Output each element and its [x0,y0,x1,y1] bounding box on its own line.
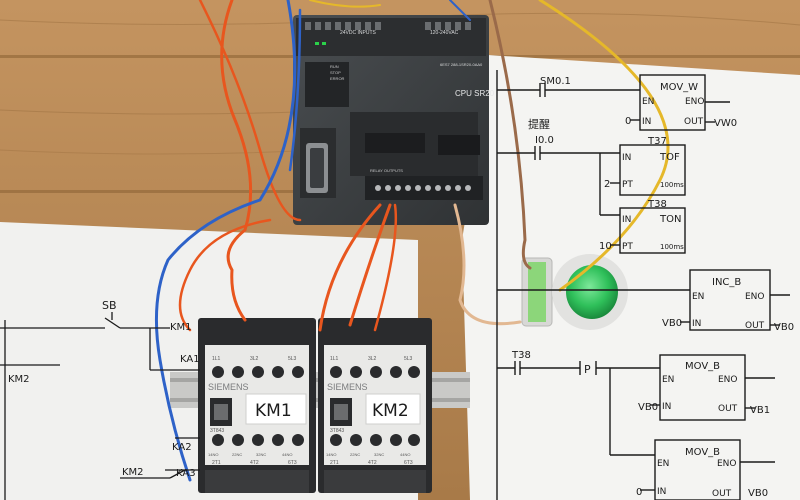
net1-in-value: 0 [625,116,631,127]
km1-aux-bottom-4: 44NO [282,452,292,457]
net2-timer1-pin-pt: PT [622,180,633,190]
net3-pin-out: OUT [745,321,765,331]
net2-contact-label: I0.0 [535,135,554,146]
net3-pin-in: IN [692,319,701,329]
ladder-left-lines [0,312,200,500]
left-km2-label: KM2 [8,374,30,385]
km1-tag: KM1 [255,401,292,421]
km2-top-term-2: 3L2 [368,356,377,362]
km2-aux-bottom-3: 32NC [374,452,384,457]
net1-pin-out: OUT [684,117,704,127]
km1-bottom-term-2: 4T2 [250,460,259,466]
contactor-km1 [198,318,316,493]
net1-box-label: MOV_W [660,82,698,93]
km2-bottom-term-2: 4T2 [368,460,377,466]
net4-pin-en: EN [662,375,674,385]
km2-code: 3T843 [330,428,344,434]
left-km2-bottom-label: KM2 [122,467,144,478]
net1-pin-in: IN [642,117,651,127]
green-pushbutton [521,254,628,330]
plc-status-error: ERROR [330,76,345,81]
net2-note: 提醒 [528,118,550,131]
left-km1-label: KM1 [170,322,192,333]
plc-model-code: 6ES7 288-1SR20-0AA0 [440,62,483,67]
km2-brand: SIEMENS [327,382,368,392]
net5-box-label: MOV_B [685,447,720,458]
net4-in-value: VB0 [638,402,658,413]
net3-pin-eno: ENO [745,292,765,302]
km1-aux-bottom-1: 14NO [208,452,218,457]
net2-timer2-type: TON [659,214,681,225]
net2-timer2-label: T38 [647,199,667,210]
net5-in-value: 0 [636,487,642,498]
km1-top-term-1: 1L1 [212,356,221,362]
plc-status-run: RUN [330,64,339,69]
plc-relay-label: RELAY OUTPUTS [370,168,403,173]
ladder-right-lines [496,70,790,500]
km2-aux-bottom-2: 22NC [350,452,360,457]
plc-status-stop: STOP [330,70,341,75]
net1-contact-label: SM0.1 [540,76,571,87]
km1-top-term-3: 5L3 [288,356,297,362]
net4-contact-label: T38 [511,350,531,361]
contactor-km2 [318,318,432,493]
km2-aux-bottom-4: 44NO [400,452,410,457]
net4-p-label: P [584,363,591,376]
net4-pin-out: OUT [718,404,738,414]
net4-pin-in: IN [662,402,671,412]
net3-in-value: VB0 [662,318,682,329]
plc-unit [293,15,489,225]
km1-code: 3T843 [210,428,224,434]
wires [154,0,670,482]
plc-top-right-label: 120-240VAC [430,30,459,36]
km1-bottom-term-3: 6T3 [288,460,297,466]
net1-pin-en: EN [642,97,654,107]
net2-timer2-base: 100ms [660,243,684,251]
km2-bottom-term-3: 6T3 [404,460,413,466]
net3-out-value: VB0 [774,322,794,333]
plc-top-label: 24VDC INPUTS [340,30,377,36]
km1-top-term-2: 3L2 [250,356,259,362]
net5-pin-eno: ENO [717,459,737,469]
net2-pt2-value: 10 [599,241,612,252]
plc-model: CPU SR20 [455,89,495,98]
net4-box-label: MOV_B [685,361,720,372]
km1-bottom-term-1: 2T1 [212,460,221,466]
net5-pin-out: OUT [712,489,732,499]
km2-top-term-1: 1L1 [330,356,339,362]
km2-top-term-3: 5L3 [404,356,413,362]
net2-pt1-value: 2 [604,179,610,190]
net4-pin-eno: ENO [718,375,738,385]
net2-timer2-pin-pt: PT [622,242,633,252]
km2-tag: KM2 [372,401,409,421]
net5-out-value: VB0 [748,488,768,499]
km1-brand: SIEMENS [208,382,249,392]
right-paper [462,55,800,500]
km2-bottom-term-1: 2T1 [330,460,339,466]
left-ka2-label: KA2 [172,442,192,453]
net2-timer1-type: TOF [659,152,680,163]
km1-aux-bottom-2: 22NC [232,452,242,457]
km1-aux-bottom-3: 32NC [256,452,266,457]
km2-aux-bottom-1: 14NO [326,452,336,457]
left-ka1-label: KA1 [180,354,200,365]
left-sb-label: SB [102,299,117,312]
left-ka3-label: KA3 [176,468,196,479]
net2-timer1-label: T37 [647,136,667,147]
net3-pin-en: EN [692,292,704,302]
net5-pin-en: EN [657,459,669,469]
net3-box-label: INC_B [712,277,741,288]
net1-out-value: VW0 [714,118,737,129]
net2-timer1-base: 100ms [660,181,684,189]
net2-timer1-pin-in: IN [622,153,631,163]
net1-pin-eno: ENO [685,97,705,107]
net5-pin-in: IN [657,487,666,497]
net4-out-value: VB1 [750,405,770,416]
net2-timer2-pin-in: IN [622,215,631,225]
